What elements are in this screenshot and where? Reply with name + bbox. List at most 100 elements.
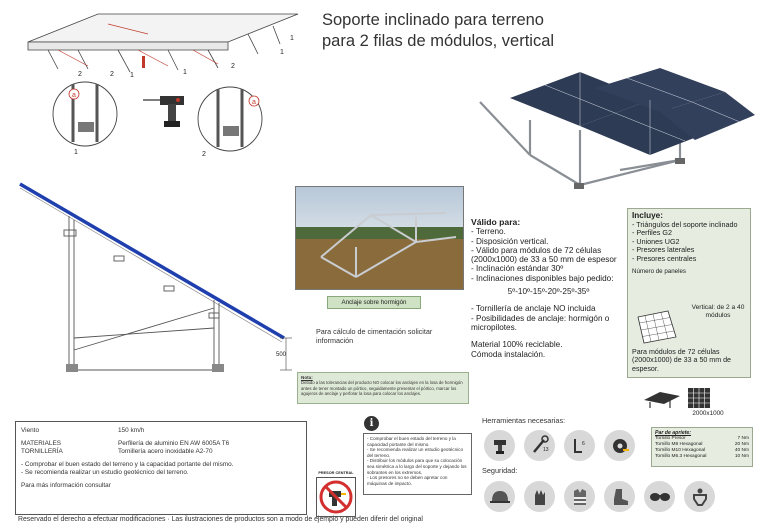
solar-structure-render xyxy=(479,68,755,189)
valid-for-title: Válido para: xyxy=(471,217,521,227)
hex-key-6-icon: 6 xyxy=(564,430,595,461)
valid-material: Material 100% reciclable. xyxy=(471,340,563,350)
torque-value: 10 Nm xyxy=(734,454,749,459)
valid-item: - Tornillería de anclaje NO incluida xyxy=(471,304,596,314)
torque-name: Tornillo Presor xyxy=(655,436,686,441)
torque-title: Par de apriete: xyxy=(655,430,692,436)
torque-name: Tornillo M8 Hexagonal xyxy=(655,442,703,447)
info-note: - Se recomienda realizar un estudio geot… xyxy=(367,447,464,458)
valid-angles: 5º-10º-15º-20º-25º-35º xyxy=(507,287,590,297)
spec-key: MATERIALES xyxy=(21,440,62,447)
height-dimension: 500 xyxy=(276,352,287,358)
valid-item: - Inclinaciones disponibles bajo pedido: xyxy=(471,273,614,283)
torque-value: 40 Nm xyxy=(734,448,749,453)
info-icon: i xyxy=(364,416,379,431)
torque-box: Par de apriete: Tornillo Presor 7 Nm Torn… xyxy=(651,427,753,467)
no-impact-tool-icon xyxy=(316,477,356,517)
includes-item: - Presores centrales xyxy=(632,253,697,263)
spec-key: TORNILLERÍA xyxy=(21,448,63,455)
cells-text: Para módulos de 72 células (2000x1000) d… xyxy=(632,348,731,373)
calc-info-text: Para cálculo de cimentación solicitar in… xyxy=(316,327,433,345)
title-line-2: para 2 filas de módulos, vertical xyxy=(322,32,555,50)
presor-label: PRESOR CENTRAL xyxy=(318,471,354,475)
svg-text:1: 1 xyxy=(130,72,134,79)
spec-box: Viento 150 km/h MATERIALES Perfilería de… xyxy=(15,421,307,515)
hex-size: 6 xyxy=(582,441,585,447)
note-title: Nota: xyxy=(301,375,313,380)
callout-a-2: a xyxy=(252,99,256,106)
includes-box: Incluye: - Triángulos del soporte inclin… xyxy=(627,208,751,378)
torque-row: Tornillo M8 Hexagonal 20 Nm xyxy=(655,442,749,448)
detail-1-label: 1 xyxy=(74,149,78,156)
anchor-concrete-button[interactable]: Anclaje sobre hormigón xyxy=(327,296,421,309)
spec-key: Viento xyxy=(21,427,40,434)
harness-icon xyxy=(684,481,715,512)
wrench-size: 13 xyxy=(543,447,549,453)
wrench-13-icon: 13 xyxy=(524,430,555,461)
includes-item: - Perfiles G2 xyxy=(632,228,672,238)
helmet-icon xyxy=(484,481,515,512)
vertical-label: Vertical: de 2 a 40 módulos xyxy=(691,304,745,319)
note-text: Debido a las tolerancias del producto NO… xyxy=(301,380,463,396)
spec-row: MATERIALES Perfilería de aluminio EN AW … xyxy=(21,440,301,448)
svg-text:2: 2 xyxy=(231,63,235,70)
module-grid-icon xyxy=(688,388,710,408)
side-view-drawing: 500 xyxy=(19,182,292,372)
goggles-icon xyxy=(644,481,675,512)
safety-label: Seguridad: xyxy=(482,466,518,475)
drill-drawing xyxy=(143,96,184,127)
spec-note: - Se recomienda realizar un estudio geot… xyxy=(21,469,189,476)
field-photo xyxy=(295,186,464,290)
valid-item: - Disposición vertical. xyxy=(471,236,549,246)
includes-item: - Presores laterales xyxy=(632,245,695,255)
torque-row: Tornillo M10 Hexagonal 40 Nm xyxy=(655,448,749,454)
module-size-label: 2000x1000 xyxy=(692,410,724,417)
panel-grid-icon xyxy=(637,310,677,344)
footer-disclaimer: Reservado el derecho a efectuar modifica… xyxy=(18,516,423,523)
panel-array-icon xyxy=(644,392,680,408)
module-icons xyxy=(644,388,710,408)
valid-install: Cómoda instalación. xyxy=(471,349,546,359)
svg-text:1: 1 xyxy=(183,69,187,76)
gloves-icon xyxy=(524,481,555,512)
tape-measure-icon xyxy=(604,430,635,461)
note-box: Nota: Debido a las tolerancias del produ… xyxy=(297,372,469,404)
callout-a-1: a xyxy=(72,92,76,99)
includes-item: - Uniones UG2 xyxy=(632,236,680,246)
panels-label: Número de paneles xyxy=(632,267,687,275)
detail-2-label: 2 xyxy=(202,151,206,158)
page-title: Soporte inclinado para terreno para 2 fi… xyxy=(322,10,652,52)
tools-label: Herramientas necesarias: xyxy=(482,416,566,425)
info-note: - Distribuir los módulos para que su col… xyxy=(367,458,467,475)
spec-value: Perfilería de aluminio EN AW 6005A T6 xyxy=(118,440,230,447)
torque-name: Tornillo M10 Hexagonal xyxy=(655,448,706,453)
spec-note: - Comprobar el buen estado del terreno y… xyxy=(21,461,234,468)
torque-value: 20 Nm xyxy=(734,442,749,447)
spec-row: TORNILLERÍA Tornillería acero inoxidable… xyxy=(21,448,301,456)
valid-item: - Terreno. xyxy=(471,227,506,237)
torque-name: Tornillo M6.3 Hexagonal xyxy=(655,454,707,459)
title-line-1: Soporte inclinado para terreno xyxy=(322,11,544,29)
includes-title: Incluye: xyxy=(632,211,663,220)
valid-item: - Válido para módulos de 72 células (200… xyxy=(471,245,617,265)
valid-item: - Posibilidades de anclaje: hormigón o m… xyxy=(471,313,610,332)
torque-value: 7 Nm xyxy=(737,436,749,441)
svg-text:1: 1 xyxy=(290,35,294,42)
valid-item: - Inclinación estándar 30º xyxy=(471,264,564,274)
torque-row: Tornillo Presor 7 Nm xyxy=(655,436,749,442)
valid-for-section: Válido para: - Terreno. - Disposición ve… xyxy=(471,217,626,359)
info-note: - Los presores no se deben apretar con m… xyxy=(367,475,448,486)
info-notes-box: - Comprobar el buen estado del terreno y… xyxy=(363,433,472,495)
torque-row: Tornillo M6.3 Hexagonal 10 Nm xyxy=(655,454,749,460)
boots-icon xyxy=(604,481,635,512)
more-info-text: Para más información consultar xyxy=(21,482,111,489)
info-note: - Comprobar el buen estado del terreno y… xyxy=(367,436,456,447)
svg-text:1: 1 xyxy=(280,49,284,56)
spec-value: Tornillería acero inoxidable A2-70 xyxy=(118,448,213,455)
spec-row: Viento 150 km/h xyxy=(21,427,301,435)
drill-icon xyxy=(484,430,515,461)
spec-value: 150 km/h xyxy=(118,427,145,434)
svg-text:2: 2 xyxy=(110,71,114,78)
includes-item: - Triángulos del soporte inclinado xyxy=(632,219,738,229)
